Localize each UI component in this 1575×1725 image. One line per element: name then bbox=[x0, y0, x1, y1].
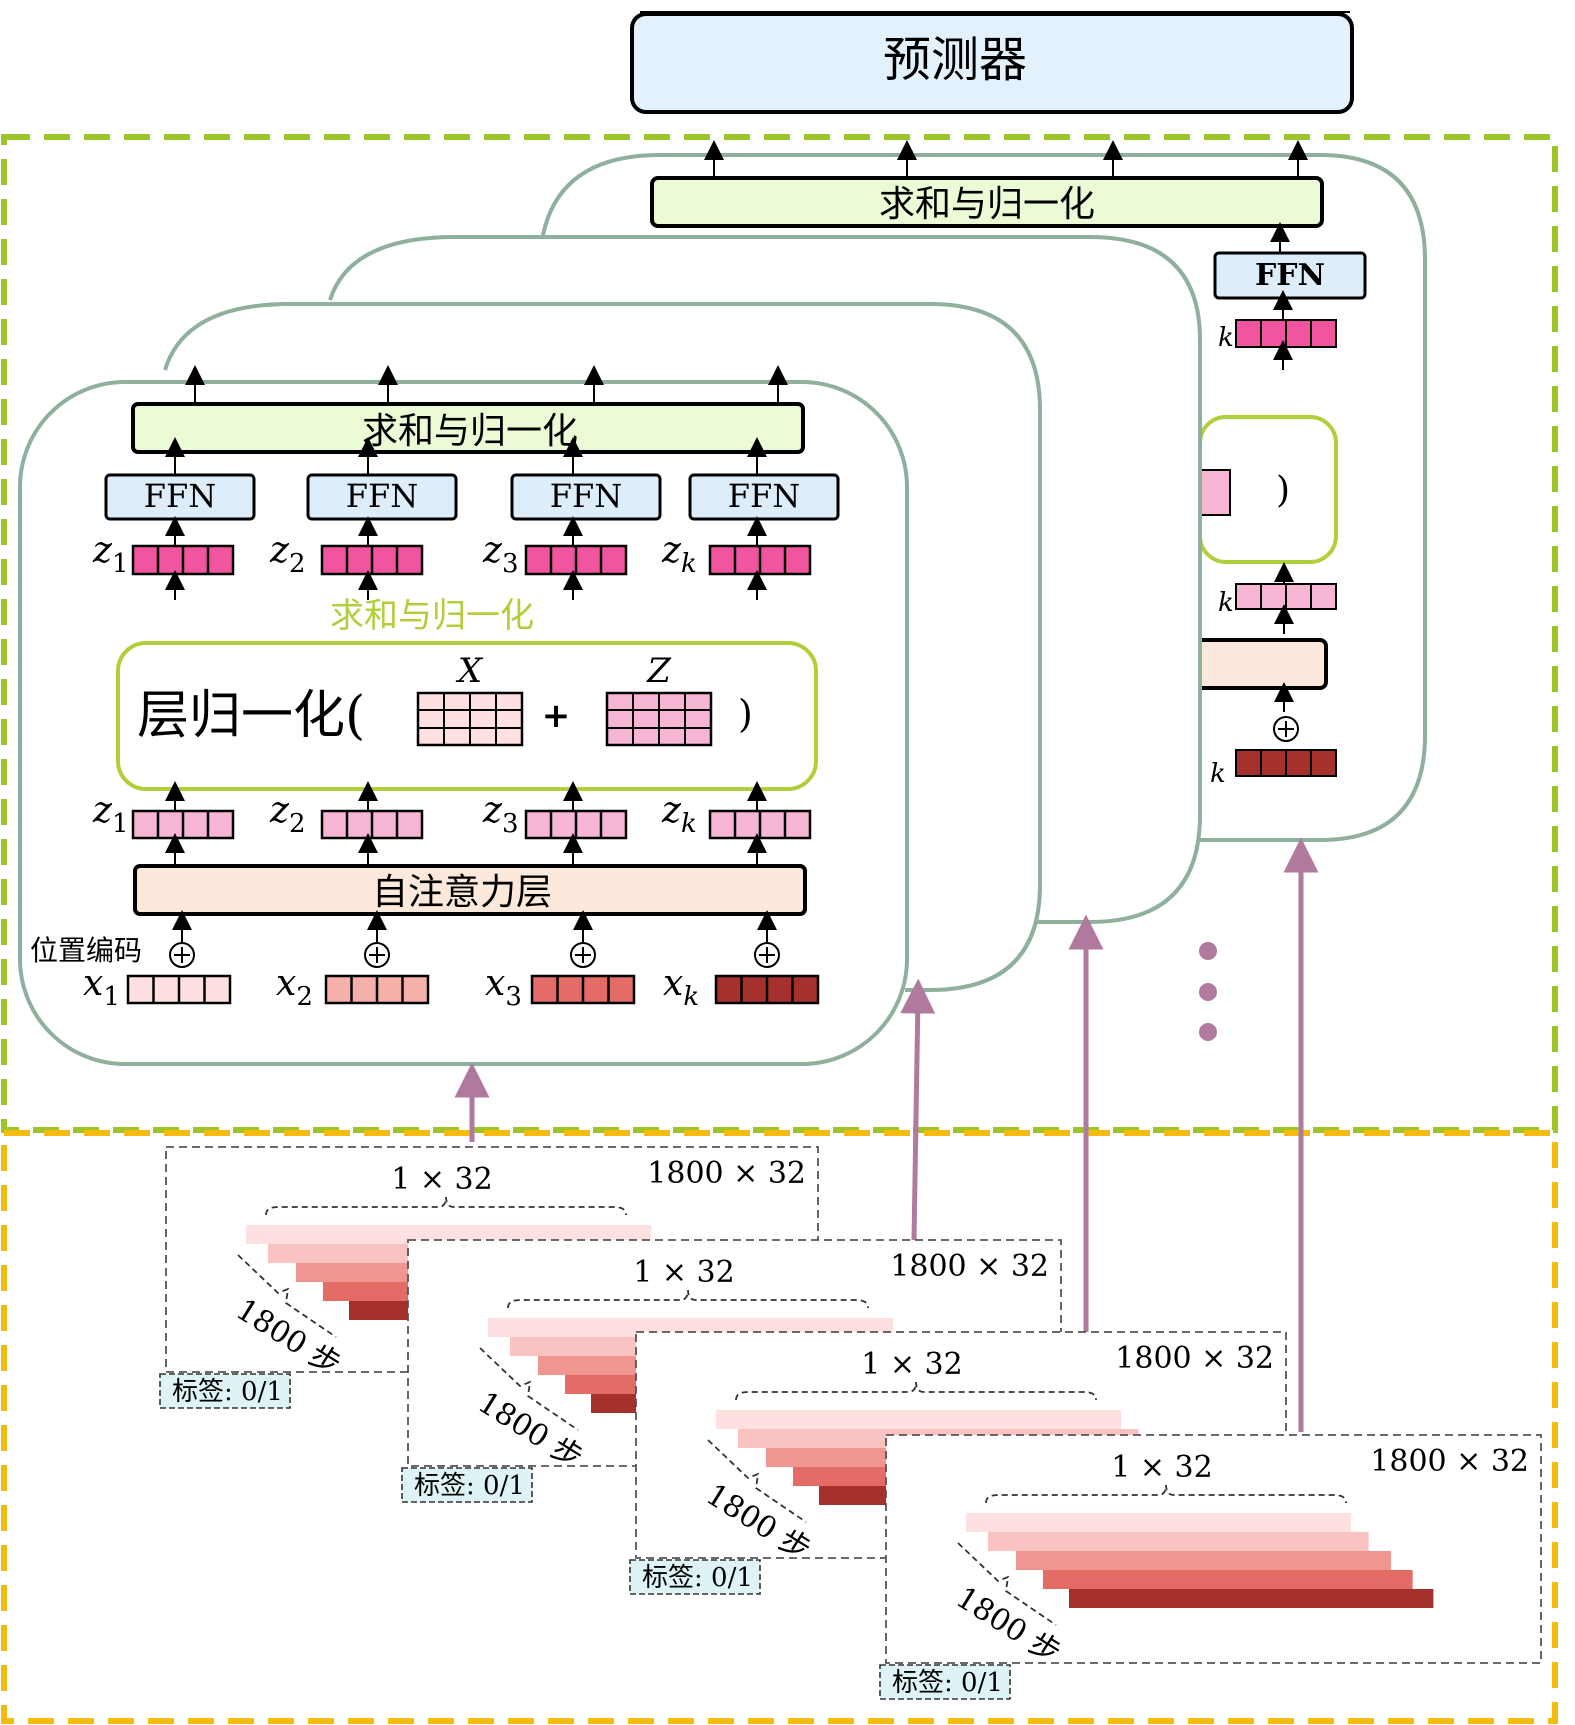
window-label: 1 × 32 bbox=[861, 1347, 962, 1382]
z-light-vector-2 bbox=[320, 809, 424, 840]
ffn-label: FFN bbox=[728, 477, 800, 515]
tag-label: 标签: 0/1 bbox=[414, 1471, 525, 1501]
x-vector-1 bbox=[126, 974, 232, 1005]
sum-norm-top-label: 求和与归一化 bbox=[879, 184, 1095, 225]
tag-badge: 标签: 0/1 bbox=[629, 1559, 761, 1595]
x-matrix bbox=[416, 691, 524, 747]
back-sub-k-3: k bbox=[1210, 759, 1226, 789]
ffn-label: FFN bbox=[346, 477, 418, 515]
steps-brace bbox=[479, 1347, 579, 1431]
matrix-label: 1800 × 32 bbox=[890, 1249, 1049, 1284]
steps-brace bbox=[707, 1439, 807, 1523]
window-label: 1 × 32 bbox=[633, 1255, 734, 1290]
predictor: 预测器 bbox=[630, 11, 1354, 114]
sequence-bar bbox=[716, 1410, 1121, 1429]
sum-norm-caption: 求和与归一化 bbox=[330, 596, 534, 636]
ffn-box-1: FFN bbox=[104, 437, 256, 521]
z-matrix bbox=[605, 691, 713, 747]
predictor-label: 预测器 bbox=[883, 32, 1027, 88]
tag-badge: 标签: 0/1 bbox=[879, 1664, 1011, 1700]
tag-badge: 标签: 0/1 bbox=[401, 1467, 533, 1503]
window-brace bbox=[985, 1484, 1347, 1504]
back-xk-vector bbox=[1235, 749, 1337, 777]
window-label: 1 × 32 bbox=[1111, 1450, 1212, 1485]
ffn-label: FFN bbox=[550, 477, 622, 515]
ffn-box-2: FFN bbox=[306, 437, 458, 521]
sequence-bar bbox=[1016, 1551, 1391, 1570]
back-zk-vector bbox=[1235, 319, 1337, 348]
x-vector-3 bbox=[530, 974, 636, 1005]
input-arrows bbox=[454, 837, 1319, 1432]
z-dark-vector-2 bbox=[320, 544, 424, 576]
sequence-bar bbox=[1069, 1589, 1434, 1608]
plus-sign: + bbox=[542, 696, 571, 736]
sequence-bar bbox=[1043, 1570, 1413, 1589]
z-light-vector-1 bbox=[131, 809, 235, 840]
sequence-bar bbox=[246, 1225, 651, 1244]
ffn-box-4: FFN bbox=[688, 437, 840, 521]
matrix-label: 1800 × 32 bbox=[1115, 1341, 1274, 1376]
window-brace bbox=[507, 1289, 869, 1309]
sequence-bar bbox=[988, 1532, 1369, 1551]
window-brace bbox=[265, 1196, 627, 1216]
z-light-vector-3 bbox=[524, 809, 628, 840]
layer-norm-prefix: 层归一化( bbox=[137, 686, 365, 746]
ffn-label: FFN bbox=[144, 477, 216, 515]
tag-label: 标签: 0/1 bbox=[172, 1377, 283, 1407]
back-sub-k-1: k bbox=[1218, 323, 1234, 353]
back-paren: ) bbox=[1276, 470, 1290, 511]
window-brace bbox=[735, 1381, 1097, 1401]
ellipsis-dots bbox=[1199, 942, 1217, 1041]
steps-brace bbox=[237, 1254, 337, 1338]
pos-add-icon bbox=[754, 942, 780, 968]
sequence-bar bbox=[966, 1513, 1351, 1532]
back-sub-k-2: k bbox=[1218, 588, 1234, 618]
pos-add-icon bbox=[570, 942, 596, 968]
ffn-box-3: FFN bbox=[510, 437, 662, 521]
sum-norm-label: 求和与归一化 bbox=[362, 411, 578, 452]
back-zk-light-vector bbox=[1235, 583, 1337, 610]
z-dark-label-1: z1 bbox=[92, 530, 129, 579]
input-frame bbox=[1, 1130, 1558, 1724]
window-label: 1 × 32 bbox=[391, 1162, 492, 1197]
matrix-label: 1800 × 32 bbox=[1370, 1444, 1529, 1479]
pos-add-icon bbox=[169, 942, 195, 968]
steps-brace bbox=[957, 1542, 1057, 1626]
tag-label: 标签: 0/1 bbox=[642, 1563, 753, 1593]
layer-norm-suffix: ) bbox=[738, 692, 753, 736]
x-vector-4 bbox=[714, 974, 820, 1005]
z-light-label-2: z2 bbox=[269, 790, 306, 839]
back-ffn-label: FFN bbox=[1255, 258, 1325, 293]
x-vector-2 bbox=[324, 974, 430, 1005]
pos-encoding-label: 位置编码 bbox=[30, 934, 142, 967]
tag-badge: 标签: 0/1 bbox=[159, 1373, 291, 1409]
z-dark-vector-3 bbox=[524, 544, 628, 576]
z-dark-vector-1 bbox=[131, 544, 235, 576]
z-light-vector-4 bbox=[708, 809, 812, 840]
z-dark-vector-4 bbox=[708, 544, 812, 576]
self-attention-label: 自注意力层 bbox=[372, 872, 552, 913]
pos-add-icon bbox=[364, 942, 390, 968]
tag-label: 标签: 0/1 bbox=[892, 1668, 1003, 1698]
encoder-frame bbox=[1, 134, 1558, 1133]
z-matrix-label: Z bbox=[646, 651, 672, 691]
x-matrix-label: X bbox=[455, 651, 484, 691]
matrix-label: 1800 × 32 bbox=[647, 1156, 806, 1191]
